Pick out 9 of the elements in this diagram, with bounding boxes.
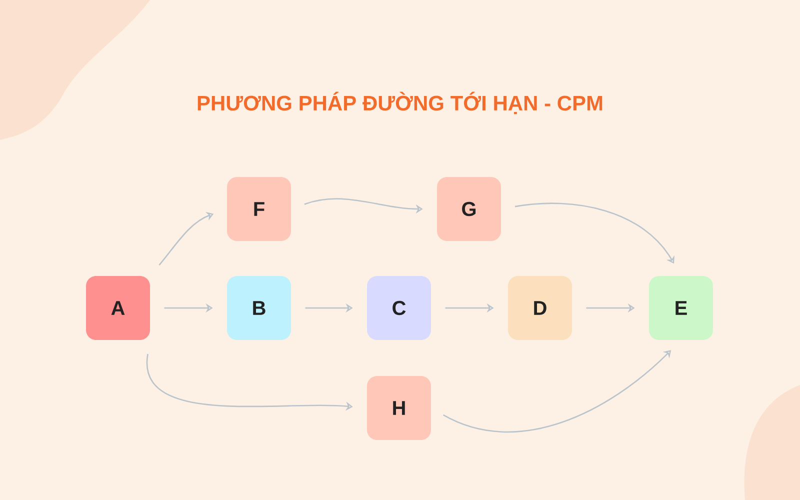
- task-box: B: [227, 276, 291, 340]
- task-box: D: [508, 276, 572, 340]
- task-box: A: [86, 276, 150, 340]
- task-box: C: [367, 276, 431, 340]
- task-box: G: [437, 177, 501, 241]
- title: PHƯƠNG PHÁP ĐƯỜNG TỚI HẠN - CPM: [198, 92, 602, 114]
- task-box: F: [227, 177, 291, 241]
- task-box: H: [367, 376, 431, 440]
- task-box: E: [649, 276, 713, 340]
